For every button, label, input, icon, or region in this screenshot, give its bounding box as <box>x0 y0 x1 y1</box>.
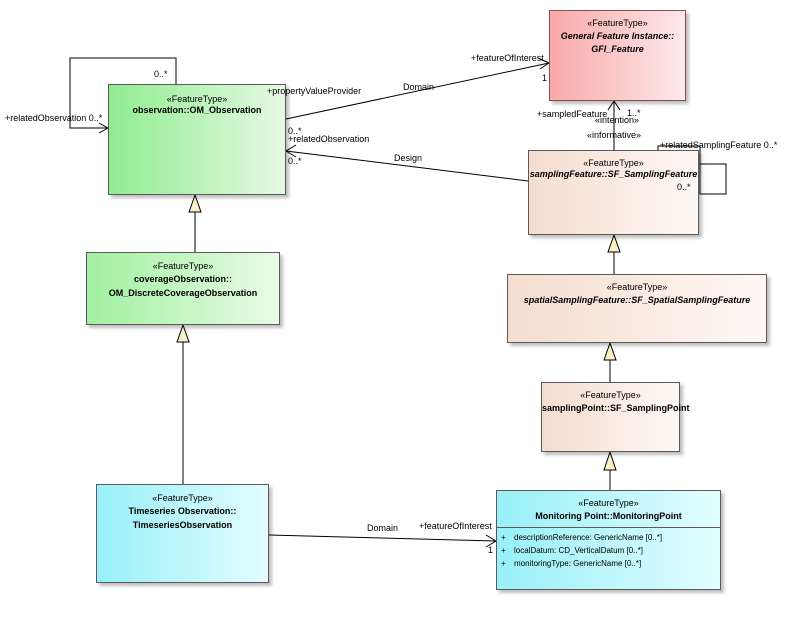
property-value-provider-role: +propertyValueProvider <box>267 86 362 96</box>
generalization-arrowhead-point <box>603 450 617 471</box>
class-name: spatialSamplingFeature::SF_SpatialSampli… <box>523 295 751 305</box>
generalization-arrowhead-sampling <box>607 233 621 253</box>
attribute-row: + monitoringType: GenericName [0..*] <box>501 559 641 569</box>
generalization-arrowhead-coverage <box>176 323 190 343</box>
class-name-line1: Timeseries Observation:: <box>128 506 237 516</box>
informative-stereotype: «informative» <box>587 130 642 140</box>
design-label: Design <box>394 153 423 163</box>
attribute-row: + localDatum: CD_VerticalDatum [0..*] <box>501 546 643 556</box>
gfi-feature-class[interactable]: «FeatureType» General Feature Instance::… <box>549 10 686 101</box>
feature-of-interest-top-role: +featureOfInterest <box>471 53 544 63</box>
om-observation-class[interactable]: «FeatureType» observation::OM_Observatio… <box>108 84 286 195</box>
attribute-text: localDatum: CD_VerticalDatum [0..*] <box>514 546 643 555</box>
visibility-marker: + <box>501 546 506 555</box>
attribute-row: + descriptionReference: GenericName [0..*… <box>501 533 662 543</box>
design-arrowhead <box>285 144 297 158</box>
monitoring-point-class[interactable]: «FeatureType» Monitoring Point::Monitori… <box>496 490 721 590</box>
sf-spatial-sampling-feature-class[interactable]: «FeatureType» spatialSamplingFeature::SF… <box>507 274 767 343</box>
sampled-feature-arrowhead <box>607 100 621 111</box>
stereotype-label: «FeatureType» <box>587 18 648 28</box>
related-observation-left-role: +relatedObservation 0..* <box>5 113 103 123</box>
class-name: observation::OM_Observation <box>132 105 262 115</box>
class-name-line1: General Feature Instance:: <box>560 31 675 41</box>
class-name: samplingPoint::SF_SamplingPoint <box>542 403 690 413</box>
sampled-feature-role: +sampledFeature <box>537 109 608 119</box>
visibility-marker: + <box>501 559 506 568</box>
coverage-observation-class[interactable]: «FeatureType» coverageObservation:: OM_D… <box>86 252 280 325</box>
class-name-line2: OM_DiscreteCoverageObservation <box>108 288 258 298</box>
generalization-arrowhead-observation <box>188 193 202 213</box>
stereotype-label: «FeatureType» <box>583 158 644 168</box>
stereotype-label: «FeatureType» <box>578 498 639 508</box>
class-name: samplingFeature::SF_SamplingFeature <box>529 169 698 179</box>
related-observation-right-role: +relatedObservation <box>288 134 370 144</box>
stereotype-label: «FeatureType» <box>152 261 214 271</box>
stereotype-label: «FeatureType» <box>166 94 228 104</box>
class-name-line1: coverageObservation:: <box>133 274 233 284</box>
multiplicity-one-top: 1 <box>542 73 548 83</box>
design-association <box>285 150 529 182</box>
feature-of-interest-bottom-role: +featureOfInterest <box>419 521 492 531</box>
sampling-self-multiplicity: 0..* <box>677 182 691 192</box>
visibility-marker: + <box>501 533 506 542</box>
attribute-separator <box>497 527 720 528</box>
related-sampling-feature-role: +relatedSamplingFeature 0..* <box>660 140 778 150</box>
intention-stereotype: «intention» <box>595 115 640 125</box>
related-observation-right-multiplicity-2: 0..* <box>288 156 302 166</box>
sampled-feature-multiplicity: 1..* <box>627 108 641 118</box>
sampling-self-association <box>657 145 727 195</box>
self-association-multiplicity: 0..* <box>154 69 168 79</box>
multiplicity-one-bottom: 1 <box>488 545 494 555</box>
generalization-arrowhead-spatial <box>603 341 617 361</box>
related-observation-right-multiplicity: 0..* <box>288 126 302 136</box>
sf-sampling-point-class[interactable]: «FeatureType» samplingPoint::SF_Sampling… <box>541 382 690 452</box>
domain-association-top <box>285 62 550 120</box>
class-name-line2: GFI_Feature <box>591 44 644 54</box>
domain-label-top: Domain <box>403 82 435 92</box>
class-name-line2: TimeseriesObservation <box>132 520 233 530</box>
stereotype-label: «FeatureType» <box>580 390 641 400</box>
attribute-text: monitoringType: GenericName [0..*] <box>514 559 642 568</box>
class-name: Monitoring Point::MonitoringPoint <box>535 511 682 521</box>
domain-association-bottom <box>268 534 497 542</box>
stereotype-label: «FeatureType» <box>606 282 668 292</box>
attribute-text: descriptionReference: GenericName [0..*] <box>514 533 663 542</box>
observation-self-association <box>69 57 177 129</box>
domain-label-bottom: Domain <box>367 523 399 533</box>
timeseries-observation-class[interactable]: «FeatureType» Timeseries Observation:: T… <box>96 484 269 583</box>
stereotype-label: «FeatureType» <box>152 493 213 503</box>
sf-sampling-feature-class[interactable]: «FeatureType» samplingFeature::SF_Sampli… <box>528 150 699 235</box>
